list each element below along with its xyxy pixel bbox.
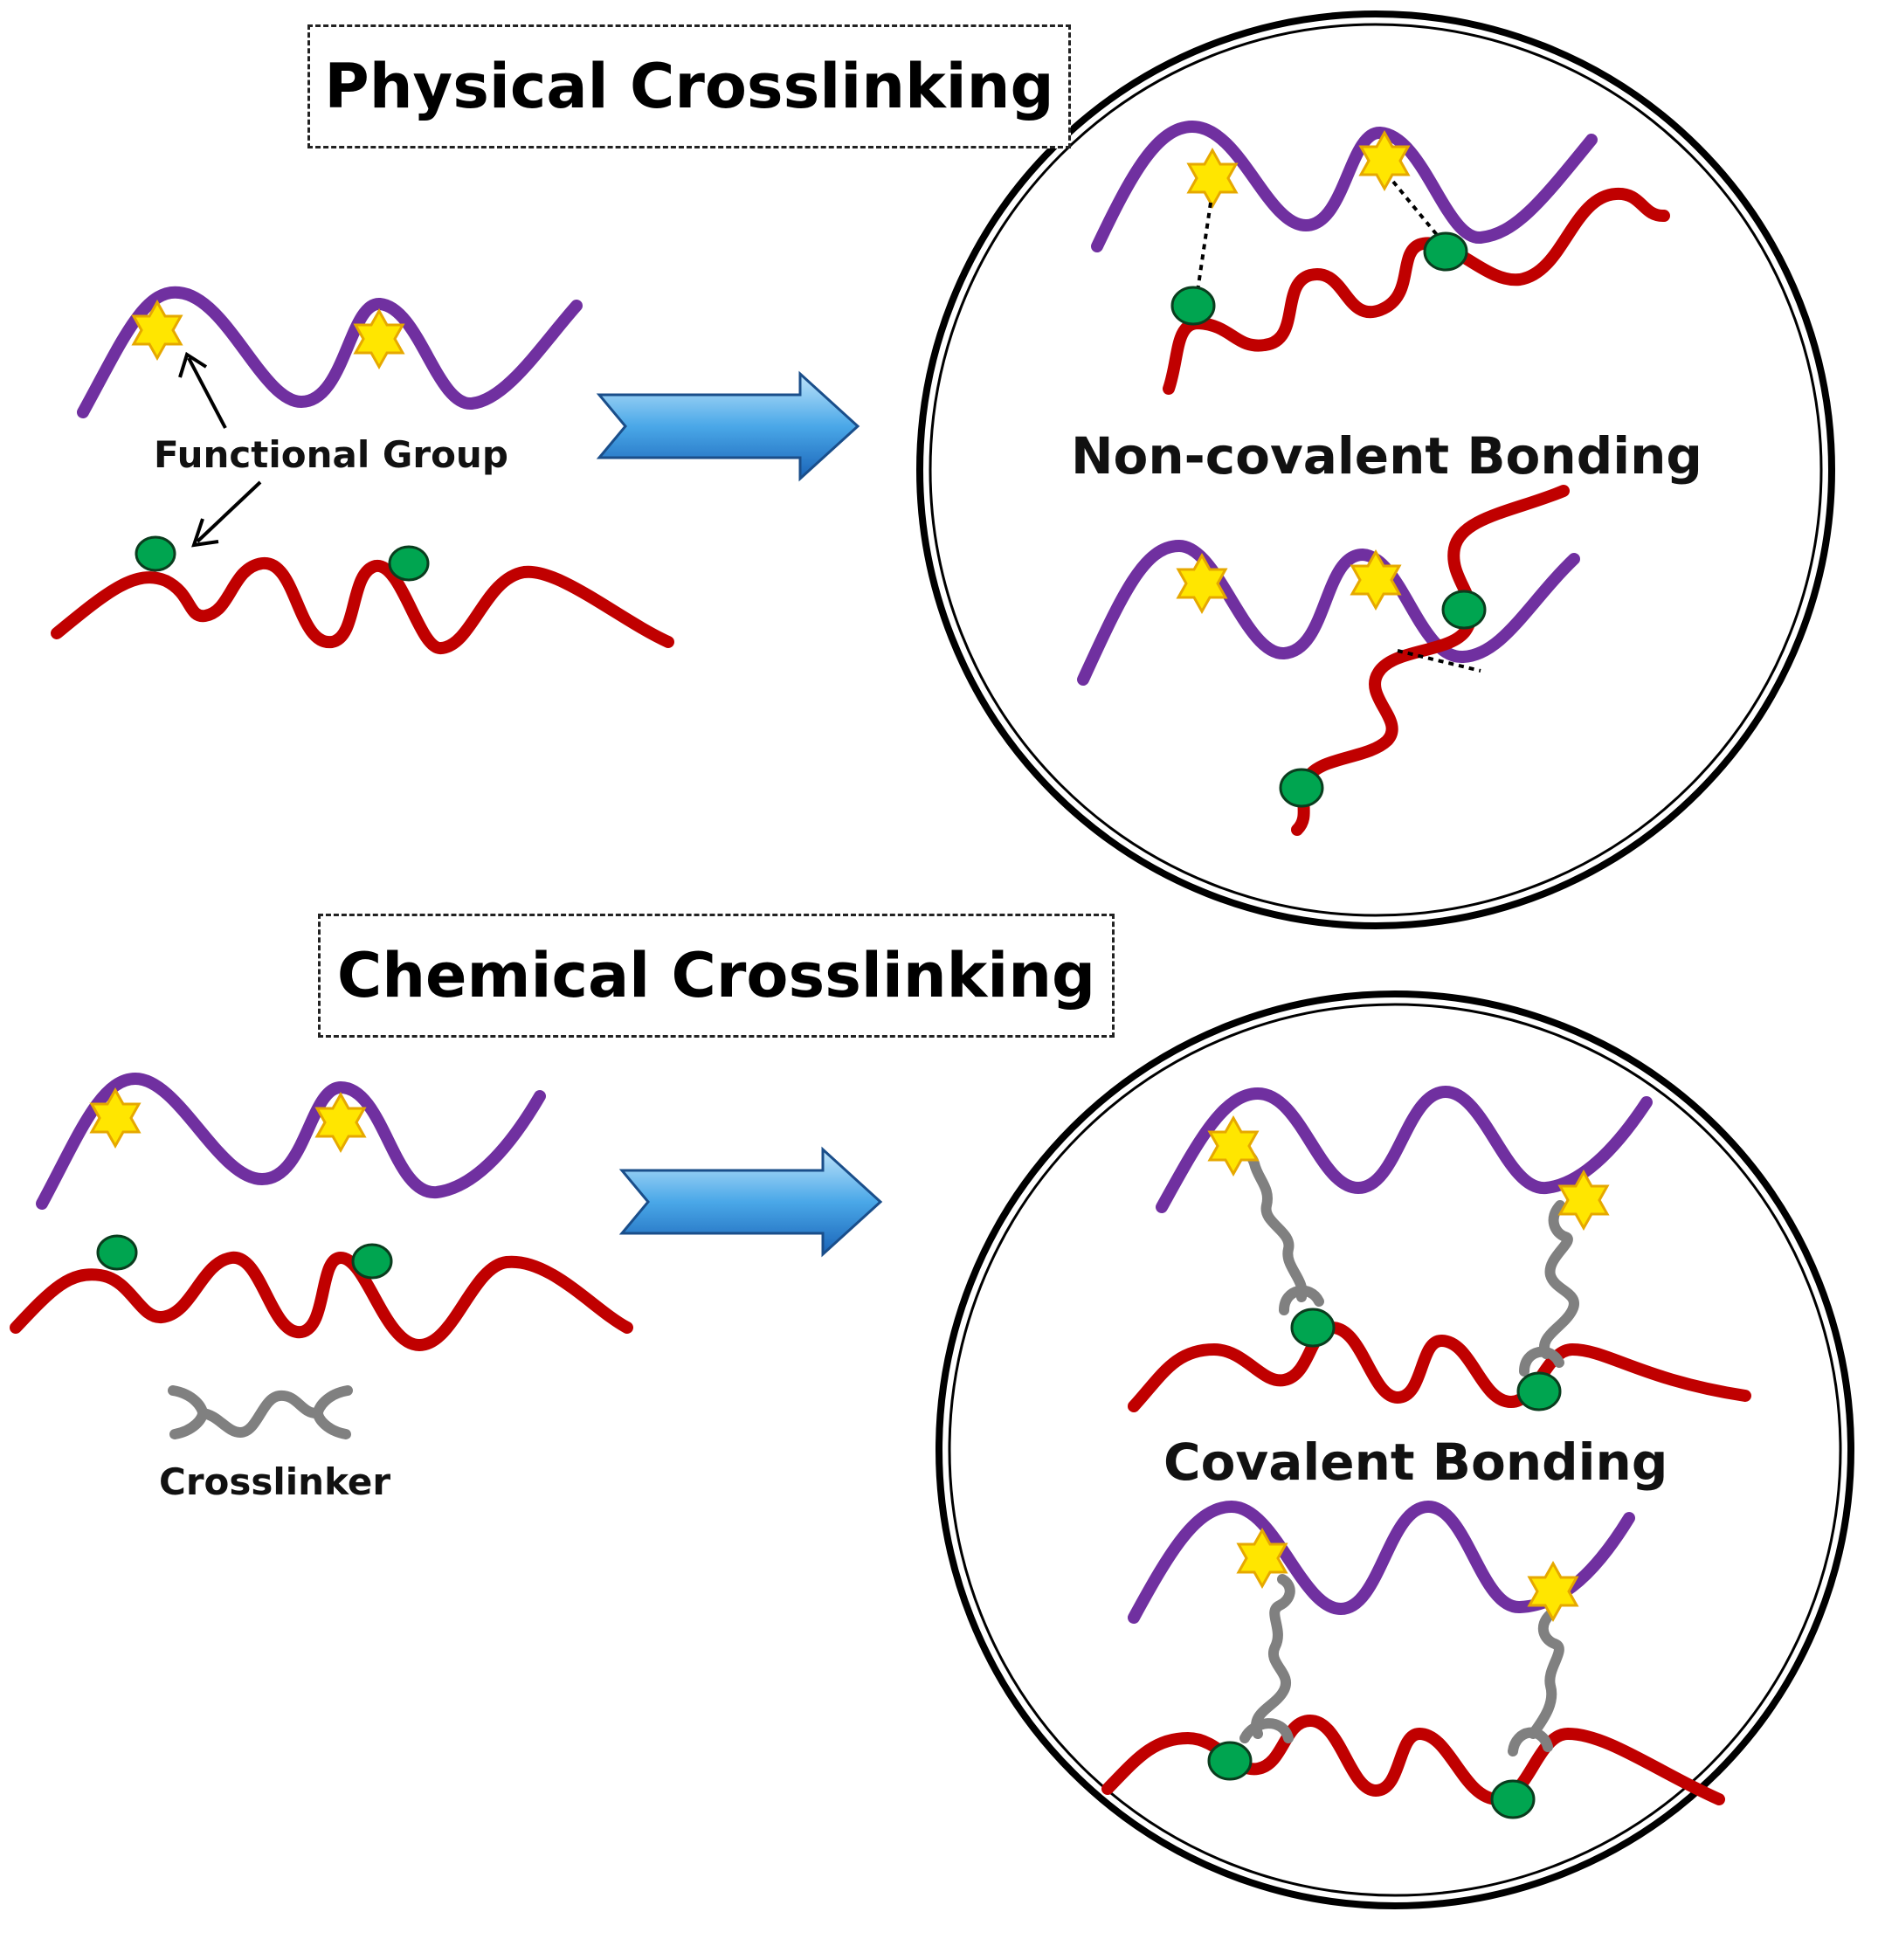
functional-group-star-icon [1176, 552, 1228, 615]
pointer-arrow-icon [191, 480, 262, 548]
functional-group-circle-icon [135, 535, 176, 572]
panel-inner-circle [929, 23, 1823, 917]
non-covalent-bonding-label: Non-covalent Bonding [1071, 426, 1702, 486]
chemical-input-polymers [10, 1072, 633, 1439]
functional-group-circle-icon [1207, 1741, 1253, 1781]
functional-group-label: Functional Group [154, 433, 508, 476]
crosslinker-label: Crosslinker [159, 1460, 391, 1503]
crosslinker-icon [1519, 1200, 1579, 1377]
chemical-crosslinking-title: Chemical Crosslinking [318, 914, 1115, 1038]
crosslinker-icon [168, 1385, 353, 1439]
functional-group-star-icon [89, 1087, 142, 1149]
functional-group-circle-icon [1170, 286, 1216, 326]
purple-polymer-chain [1077, 539, 1580, 686]
functional-group-star-icon [1527, 1560, 1579, 1623]
functional-group-star-icon [1186, 147, 1239, 210]
non-covalent-bonding-panel [916, 10, 1835, 929]
non-covalent-bond-line [1397, 649, 1481, 673]
functional-group-circle-icon [1423, 231, 1468, 272]
physical-input-polymers [51, 286, 674, 654]
functional-group-star-icon [1557, 1169, 1610, 1232]
functional-group-star-icon [1350, 549, 1402, 611]
functional-group-circle-icon [1290, 1308, 1336, 1348]
panel-outer-circle [936, 990, 1854, 1909]
purple-polymer-chain [1091, 120, 1598, 252]
physical-crosslinking-title: Physical Crosslinking [307, 24, 1071, 148]
red-polymer-chain [10, 1251, 633, 1352]
functional-group-star-icon [1236, 1527, 1288, 1590]
functional-group-circle-icon [388, 545, 430, 582]
purple-polymer-chain [77, 286, 583, 418]
functional-group-star-icon [131, 299, 183, 362]
crosslinker-icon [1239, 1574, 1295, 1743]
functional-group-circle-icon [1279, 768, 1324, 808]
purple-polymer-chain [36, 1072, 546, 1210]
functional-group-circle-icon [96, 1234, 138, 1271]
covalent-bonding-label: Covalent Bonding [1163, 1432, 1668, 1492]
panel-outer-circle [916, 10, 1835, 929]
reaction-arrow-icon [618, 1146, 883, 1258]
crosslinker-icon [1508, 1609, 1564, 1756]
pointer-arrow-icon [178, 351, 227, 429]
functional-group-circle-icon [351, 1243, 393, 1280]
functional-group-star-icon [314, 1091, 367, 1154]
red-polymer-chain [51, 556, 674, 654]
functional-group-star-icon [353, 307, 405, 370]
functional-group-star-icon [1207, 1115, 1260, 1177]
functional-group-circle-icon [1441, 590, 1487, 630]
covalent-bonding-panel [936, 990, 1854, 1909]
reaction-arrow-icon [596, 370, 860, 482]
red-polymer-chain [1128, 1321, 1751, 1412]
panel-inner-circle [948, 1003, 1842, 1897]
functional-group-star-icon [1358, 129, 1411, 192]
purple-polymer-chain [1156, 1085, 1653, 1213]
functional-group-circle-icon [1490, 1779, 1536, 1819]
red-polymer-chain [1163, 187, 1670, 395]
non-covalent-bond-line [1391, 180, 1443, 242]
functional-group-circle-icon [1516, 1371, 1562, 1411]
